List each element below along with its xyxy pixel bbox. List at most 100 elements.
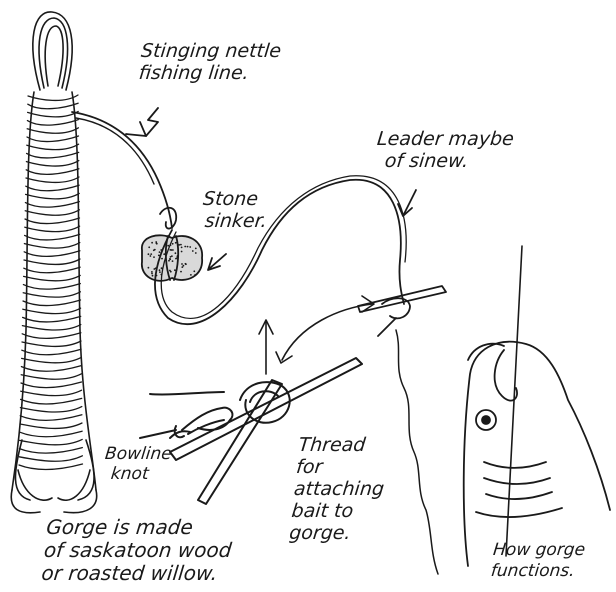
line-wrap bbox=[25, 226, 80, 231]
stipple-dot bbox=[195, 252, 197, 254]
line-wrap bbox=[27, 128, 78, 133]
torn-edge-line bbox=[396, 330, 438, 574]
label-thread-l4: bait to bbox=[291, 500, 383, 522]
label-bowline: Bowline knot bbox=[102, 444, 173, 484]
label-thread-l1: Thread bbox=[297, 434, 389, 456]
label-thread-l2: for bbox=[295, 456, 387, 478]
line-wrap bbox=[26, 161, 78, 166]
stipple-dot bbox=[185, 263, 187, 265]
stipple-dot bbox=[181, 263, 183, 265]
stipple-dot bbox=[171, 255, 173, 257]
stipple-dot bbox=[148, 253, 150, 255]
line-wrap bbox=[22, 333, 81, 339]
label-fishing-line-l2: fishing line. bbox=[138, 62, 280, 84]
line-wrap bbox=[26, 177, 79, 182]
line-wrap bbox=[21, 398, 82, 404]
label-leader: Leader maybe of sinew. bbox=[374, 128, 515, 172]
stipple-dot bbox=[159, 251, 161, 253]
up-arrow bbox=[259, 320, 273, 374]
label-gorge-l2: of saskatoon wood bbox=[43, 539, 233, 562]
stipple-dot bbox=[151, 273, 153, 275]
stipple-dot bbox=[172, 260, 174, 262]
label-fishing-line-l1: Stinging nettle bbox=[140, 40, 282, 62]
line-wrap bbox=[25, 202, 79, 208]
stipple-dot bbox=[153, 256, 155, 258]
line-wrap bbox=[20, 423, 82, 428]
label-sinker-l2: sinker. bbox=[196, 210, 268, 232]
stipple-dot bbox=[161, 258, 163, 260]
line-wrap bbox=[24, 259, 80, 264]
line-wrap bbox=[25, 210, 79, 215]
stipple-dot bbox=[183, 265, 185, 267]
line-wrap bbox=[24, 251, 80, 257]
line-wrap bbox=[24, 275, 81, 280]
line-wrap bbox=[26, 169, 79, 175]
stipple-dot bbox=[150, 253, 152, 255]
line-wrap bbox=[21, 374, 81, 379]
fish-head bbox=[464, 246, 610, 566]
label-gorge-l3: or roasted willow. bbox=[40, 562, 230, 585]
line-wrap bbox=[22, 349, 81, 355]
line-wrap bbox=[27, 144, 79, 149]
stipple-dot bbox=[180, 244, 182, 246]
label-bowline-l2: knot bbox=[102, 464, 171, 484]
stipple-dot bbox=[193, 270, 195, 272]
stipple-dot bbox=[154, 249, 156, 251]
line-wrap bbox=[26, 193, 80, 198]
stipple-dot bbox=[175, 242, 177, 244]
stipple-dot bbox=[187, 246, 189, 248]
label-sinker-l1: Stone bbox=[198, 188, 270, 210]
stipple-dot bbox=[181, 251, 183, 253]
label-thread: Thread for attaching bait to gorge. bbox=[288, 434, 390, 544]
label-fishing-line: Stinging nettle fishing line. bbox=[138, 40, 283, 84]
stipple-dot bbox=[163, 253, 165, 255]
line-wrap bbox=[28, 103, 78, 109]
stipple-dot bbox=[150, 255, 152, 257]
line-wrap bbox=[23, 284, 80, 290]
coiled-line-hank bbox=[11, 12, 96, 513]
stipple-dot bbox=[192, 250, 194, 252]
label-leader-l1: Leader maybe bbox=[376, 128, 515, 150]
stipple-dot bbox=[190, 274, 192, 276]
stipple-dot bbox=[195, 248, 197, 250]
stipple-dot bbox=[175, 252, 177, 254]
stipple-dot bbox=[184, 246, 186, 248]
stipple-dot bbox=[152, 275, 154, 277]
line-wrap bbox=[21, 390, 82, 395]
stipple-dot bbox=[189, 246, 191, 248]
stipple-dot bbox=[180, 271, 182, 273]
stipple-dot bbox=[151, 242, 153, 244]
label-functions-l1: How gorge bbox=[492, 540, 586, 561]
stipple-dot bbox=[171, 249, 173, 251]
stipple-dot bbox=[168, 260, 170, 262]
line-wrap bbox=[23, 300, 81, 306]
label-sinker: Stone sinker. bbox=[196, 188, 271, 232]
line-wrap bbox=[19, 464, 83, 470]
label-thread-l5: gorge. bbox=[288, 522, 380, 544]
label-thread-l3: attaching bbox=[293, 478, 385, 500]
line-wrap bbox=[22, 325, 80, 330]
stipple-dot bbox=[151, 271, 153, 273]
fishing-line bbox=[72, 112, 172, 228]
label-bowline-l1: Bowline bbox=[104, 444, 173, 464]
line-wrap bbox=[27, 120, 78, 126]
line-wrap bbox=[24, 267, 80, 273]
stone-sinker bbox=[142, 208, 202, 281]
line-wrap bbox=[20, 407, 81, 412]
line-wrap bbox=[25, 234, 80, 240]
stipple-dot bbox=[174, 269, 176, 271]
label-functions: How gorge functions. bbox=[490, 540, 586, 582]
line-wrap bbox=[20, 415, 82, 421]
label-gorge: Gorge is made of saskatoon wood or roast… bbox=[40, 516, 235, 585]
stipple-dot bbox=[181, 247, 183, 249]
line-wrap bbox=[20, 439, 83, 444]
stipple-dot bbox=[169, 258, 171, 260]
connection-arrow bbox=[276, 296, 374, 363]
line-wrap bbox=[27, 136, 79, 142]
stipple-dot bbox=[177, 257, 179, 259]
line-wrap bbox=[23, 292, 80, 297]
label-leader-l2: of sinew. bbox=[374, 150, 513, 172]
stipple-dot bbox=[155, 241, 157, 243]
label-functions-l2: functions. bbox=[490, 561, 584, 582]
stipple-dot bbox=[170, 271, 172, 273]
